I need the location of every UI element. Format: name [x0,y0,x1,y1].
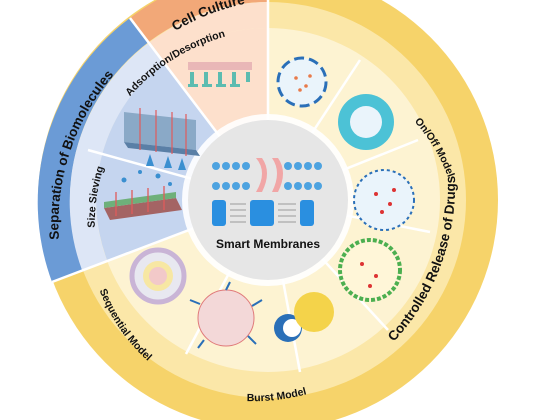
center-title: Smart Membranes [216,237,320,251]
burst-particle [189,281,263,349]
center-hub: Smart Membranes [182,114,354,286]
adsorption-illustration [188,62,252,87]
sequential-particle [129,247,187,305]
on-off-capsule-3 [353,169,415,231]
on-off-capsule-2 [338,94,394,150]
on-off-capsule-1 [276,56,328,108]
on-off-capsule-4 [338,238,402,302]
membrane-icon [212,158,322,226]
size-sieving-illustration [104,170,182,220]
separation-membrane-illustration [124,108,200,170]
burst-spheres [274,292,334,342]
